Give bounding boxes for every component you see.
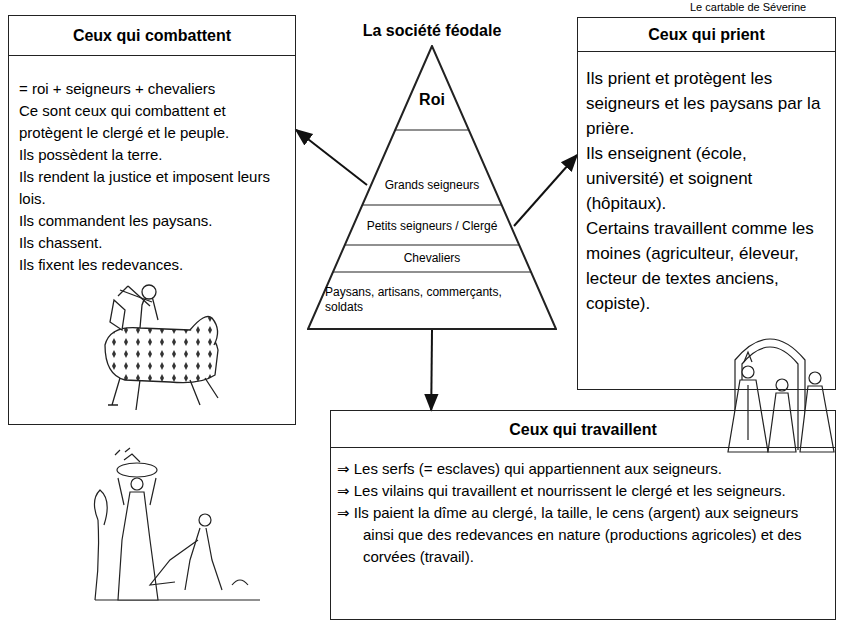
class-box: Ceux qui combattent= roi + seigneurs + c… xyxy=(8,15,296,425)
box-text: ⇒ Les vilains qui travaillent et nourris… xyxy=(331,480,835,502)
credit-label: Le cartable de Séverine xyxy=(690,1,806,13)
box-text: ⇒ Les serfs (= esclaves) qui appartienne… xyxy=(331,448,835,480)
pyramid-band: Petits seigneurs / Clergé xyxy=(350,215,514,237)
box-text: ⇒ Ils paient la dîme au clergé, la taill… xyxy=(331,502,835,568)
arrow-connector xyxy=(514,155,577,226)
pyramid-band: Grands seigneurs xyxy=(367,173,497,197)
box-text: = roi + seigneurs + chevaliers xyxy=(9,56,295,100)
arrow-connector xyxy=(296,130,367,185)
box-heading: Ceux qui combattent xyxy=(9,16,295,56)
box-heading: Ceux qui prient xyxy=(578,18,835,52)
box-text: Ils rendent la justice et imposent leurs… xyxy=(9,166,295,210)
box-heading: Ceux qui travaillent xyxy=(331,411,835,448)
box-text: Ils prient et protègent les seigneurs et… xyxy=(578,52,835,141)
pyramid-band: Roi xyxy=(402,85,462,115)
box-text: Certains travaillent comme les moines (a… xyxy=(578,216,835,316)
pyramid: RoiGrands seigneursPetits seigneurs / Cl… xyxy=(307,45,557,330)
class-box: Ceux qui prientIls prient et protègent l… xyxy=(577,17,836,390)
band-label: Chevaliers xyxy=(404,251,461,266)
band-label: Paysans, artisans, commerçants, soldats xyxy=(325,285,539,315)
box-text: Ils commandent les paysans. xyxy=(9,210,295,232)
pyramid-band: Paysans, artisans, commerçants, soldats xyxy=(325,275,539,325)
box-text: Ils fixent les redevances. xyxy=(9,254,295,276)
class-box: Ceux qui travaillent⇒ Les serfs (= escla… xyxy=(330,410,836,620)
box-text: Ils enseignent (école, université) et so… xyxy=(578,141,835,216)
peasants-drawing xyxy=(94,448,260,600)
band-label: Grands seigneurs xyxy=(385,178,480,193)
diagram-title: La société féodale xyxy=(330,22,534,40)
clergy-drawing xyxy=(728,339,834,452)
arrow-connector xyxy=(430,330,433,410)
knight-drawing xyxy=(105,285,218,410)
box-text: Ce sont ceux qui combattent et protègent… xyxy=(9,100,295,144)
box-text: Ils possèdent la terre. xyxy=(9,144,295,166)
box-text: Ils chassent. xyxy=(9,232,295,254)
band-label: Petits seigneurs / Clergé xyxy=(367,219,498,234)
band-label: Roi xyxy=(419,90,445,110)
pyramid-band: Chevaliers xyxy=(347,247,517,269)
